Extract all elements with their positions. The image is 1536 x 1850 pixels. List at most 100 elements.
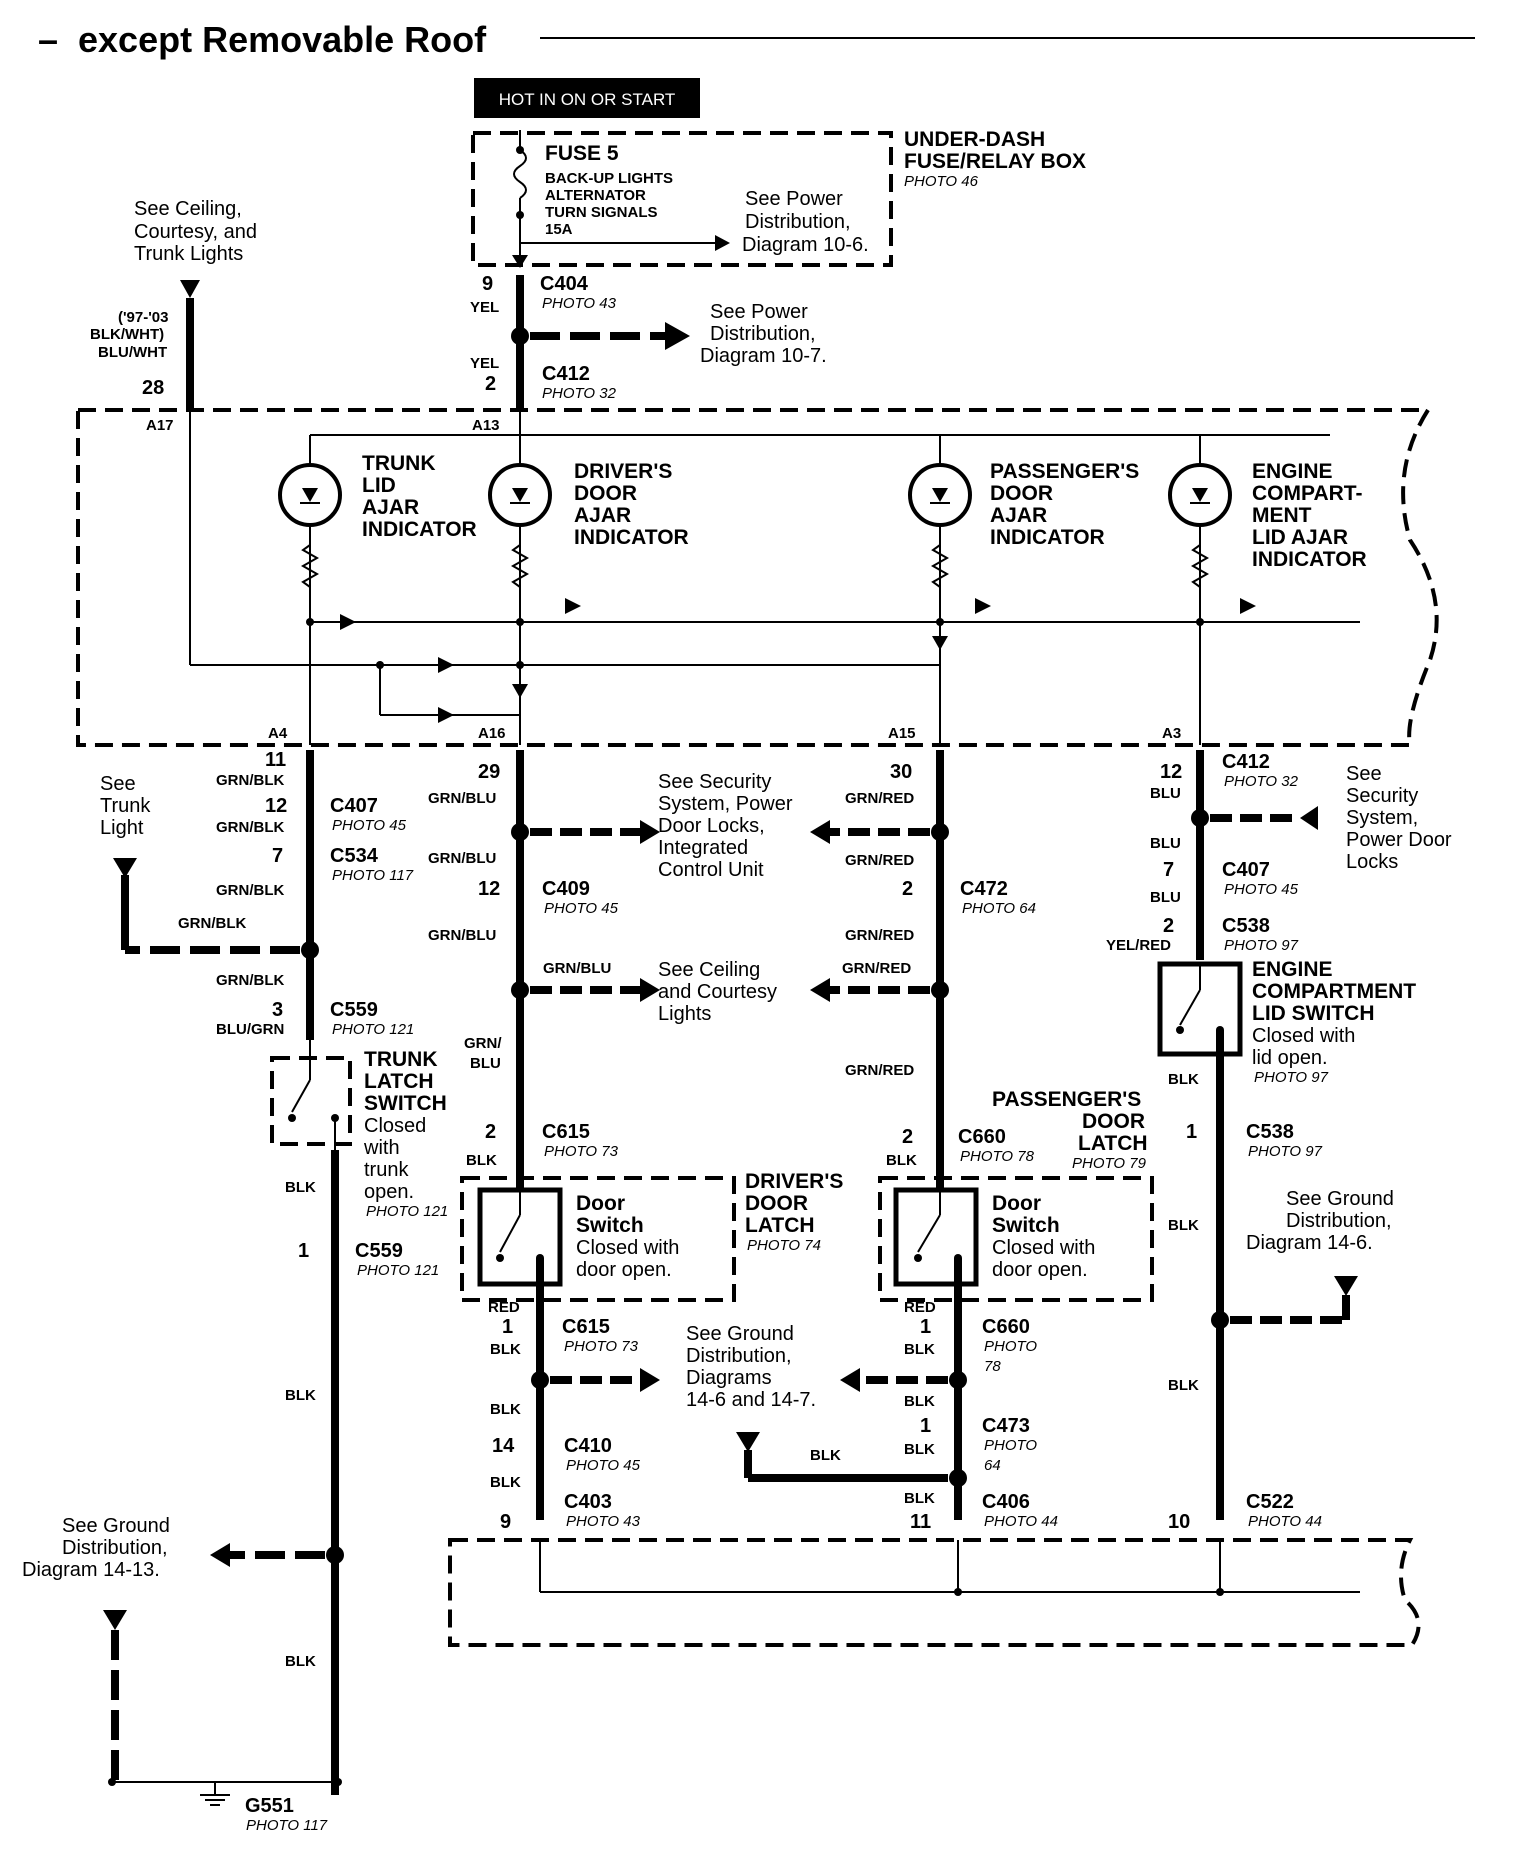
driver-wire-blk-4: BLK	[490, 1474, 521, 1491]
ref-ground-center-4: 14-6 and 14-7.	[686, 1389, 816, 1411]
passenger-pin-1: 1	[920, 1316, 931, 1338]
wire-yel-2: YEL	[470, 355, 499, 372]
engine-wire-blu-1: BLU	[1150, 785, 1181, 802]
trunk-indicator-1: TRUNK	[362, 452, 436, 475]
years-1: ('97-'03	[118, 309, 169, 326]
connector-c407-right: C407	[1222, 859, 1270, 881]
driver-wire-5b: BLU	[470, 1055, 501, 1072]
diode-2	[565, 598, 581, 614]
yel-branch-arrow	[665, 322, 690, 350]
trunk-pin-7: 7	[272, 845, 283, 867]
c559-top-photo: PHOTO 121	[332, 1021, 414, 1038]
connector-c615-top: C615	[542, 1121, 590, 1143]
ground-name: G551	[245, 1795, 294, 1817]
c410-photo: PHOTO 45	[566, 1457, 641, 1474]
diode-6	[438, 707, 454, 723]
engine-lid-photo: PHOTO 97	[1254, 1069, 1329, 1086]
fuse-name: FUSE 5	[545, 142, 619, 165]
engine-lid-desc-1: Closed with	[1252, 1025, 1355, 1047]
engine-pin-7: 7	[1163, 859, 1174, 881]
passenger-switch-blade	[917, 1214, 941, 1253]
trunk-pin-3: 3	[272, 999, 283, 1021]
fusebox-name-1: UNDER-DASH	[904, 128, 1045, 151]
trunk-wire-blk-1: BLK	[285, 1179, 316, 1196]
passenger-ceiling-arrow	[810, 978, 830, 1002]
trunk-latch-desc-3: trunk	[364, 1159, 409, 1181]
diode-1	[340, 614, 356, 630]
ref-security-right-5: Locks	[1346, 851, 1398, 873]
passenger-wire-blk: BLK	[886, 1152, 917, 1169]
c522-photo: PHOTO 44	[1248, 1513, 1322, 1530]
ref-power-3: Diagram 10-7.	[700, 345, 827, 367]
driver-wire-2: GRN/BLU	[428, 850, 496, 867]
lower-node-1	[954, 1588, 962, 1596]
engine-lid-desc-2: lid open.	[1252, 1047, 1328, 1069]
splice-passenger-ceiling	[931, 981, 949, 999]
driver-indicator-1: DRIVER'S	[574, 460, 672, 483]
engine-ground-arrow	[1334, 1276, 1358, 1296]
engine-security-arrow	[1300, 806, 1318, 830]
trunk-latch-2: LATCH	[364, 1070, 434, 1093]
ref-security-right-3: System,	[1346, 807, 1418, 829]
engine-wire-blk-2: BLK	[1168, 1217, 1199, 1234]
diode-8	[512, 684, 528, 698]
splice-passenger-ground	[949, 1371, 967, 1389]
hot-label-box	[474, 78, 700, 118]
trunk-indicator-3: AJAR	[362, 496, 419, 519]
passenger-security-arrow	[810, 820, 830, 844]
driver-ground-arrow	[640, 1368, 660, 1392]
trunk-latch-desc-1: Closed	[364, 1115, 426, 1137]
connector-c559-bottom: C559	[355, 1240, 403, 1262]
passenger-indicator-4: INDICATOR	[990, 526, 1105, 549]
passenger-pin-2b: 2	[902, 1126, 913, 1148]
splice-ground-left	[326, 1546, 344, 1564]
engine-lid-3: LID SWITCH	[1252, 1002, 1374, 1025]
title-dash: –	[38, 19, 58, 60]
c660-top-photo: PHOTO 78	[960, 1148, 1035, 1165]
engine-indicator-2: COMPART-	[1252, 482, 1362, 505]
engine-pin-10: 10	[1168, 1511, 1190, 1533]
engine-indicator-4: LID AJAR	[1252, 526, 1348, 549]
passenger-wire-blk-5: BLK	[810, 1447, 841, 1464]
passenger-pin-30: 30	[890, 761, 912, 783]
trunk-indicator-4: INDICATOR	[362, 518, 477, 541]
driver-pin-14: 14	[492, 1435, 515, 1457]
c407-left-photo: PHOTO 45	[332, 817, 407, 834]
driver-indicator-3: AJAR	[574, 504, 631, 527]
ref-trunk-3: Light	[100, 817, 144, 839]
ref-security-1: See Security	[658, 771, 771, 793]
trunk-resistor	[300, 544, 320, 588]
splice-engine-ground	[1211, 1311, 1229, 1329]
connector-c410: C410	[564, 1435, 612, 1457]
fuse-rating: 15A	[545, 221, 573, 238]
driver-wire-1: GRN/BLU	[428, 790, 496, 807]
connector-c615-bottom: C615	[562, 1316, 610, 1338]
passenger-indicator-1: PASSENGER'S	[990, 460, 1139, 483]
driver-switch-contact	[496, 1254, 504, 1262]
trunk-wire-3: GRN/BLK	[216, 882, 284, 899]
trunk-wire-blk-2: BLK	[285, 1387, 316, 1404]
fuse-box-outline	[471, 131, 893, 267]
fusebox-photo: PHOTO 46	[904, 173, 979, 190]
fuse-circuit-2: ALTERNATOR	[545, 187, 646, 204]
trunk-light-wire: GRN/BLK	[178, 915, 246, 932]
ref-ground-center-2: Distribution,	[686, 1345, 792, 1367]
driver-switch-desc-1: Closed with	[576, 1237, 679, 1259]
passenger-wire-blk-3: BLK	[904, 1393, 935, 1410]
engine-pin-1: 1	[1186, 1121, 1197, 1143]
ref-security-5: Control Unit	[658, 859, 764, 881]
passenger-wire-1: GRN/RED	[845, 790, 914, 807]
splice-passenger-security	[931, 823, 949, 841]
trunk-wire-1: GRN/BLK	[216, 772, 284, 789]
driver-switch-blade	[499, 1214, 521, 1253]
pin-9: 9	[482, 273, 493, 295]
splice-passenger-ground-2	[949, 1469, 967, 1487]
driver-wire-blk-2: BLK	[490, 1341, 521, 1358]
trunk-pin-1: 1	[298, 1240, 309, 1262]
ref-trunk-2: Trunk	[100, 795, 151, 817]
ref-ground-1413-1: See Ground	[62, 1515, 170, 1537]
fusebox-ref-1: See Power	[745, 188, 843, 210]
splice-driver-security	[511, 823, 529, 841]
ref-ground-146-1: See Ground	[1286, 1188, 1394, 1210]
passenger-wire-2: GRN/RED	[845, 852, 914, 869]
